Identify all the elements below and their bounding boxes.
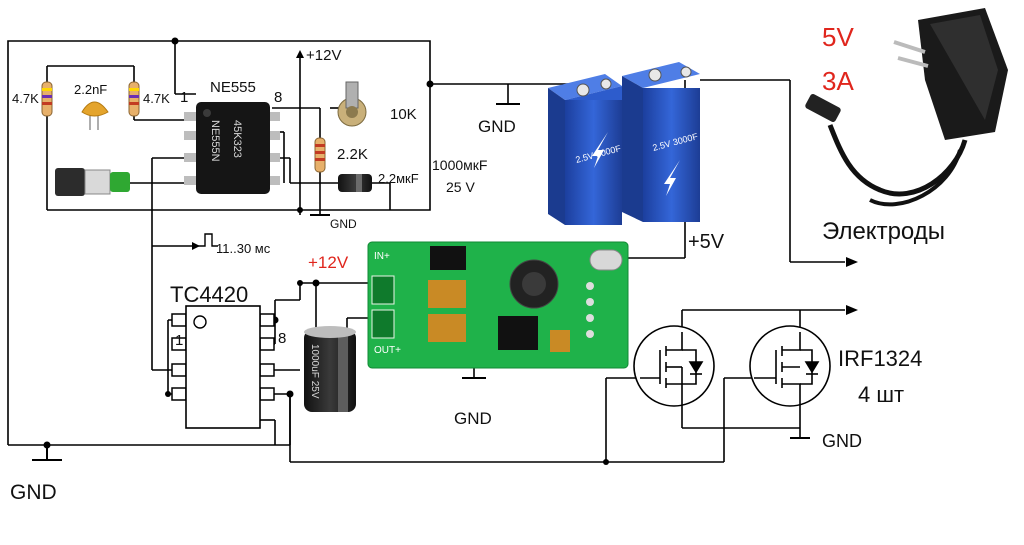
gnd-label-module: GND [454, 409, 492, 428]
potentiometer-10k [337, 81, 367, 127]
gnd-label-mosfet: GND [822, 431, 862, 451]
bulk-cap-marking: 1000uF 25V [309, 344, 320, 399]
gnd-label-top: GND [478, 117, 516, 136]
module-input-label: +12V [308, 253, 349, 272]
resistor-r3 [314, 137, 326, 173]
supercapacitor-1 [548, 74, 622, 225]
wires [7, 40, 845, 463]
dc-dc-module [367, 241, 629, 369]
resistor-r2 [128, 81, 140, 117]
r2-label: 4.7K [143, 91, 170, 106]
module-silk-out: OUT+ [374, 345, 401, 356]
resistor-r1 [41, 81, 53, 117]
mosfet-label: IRF1324 [838, 346, 923, 371]
ne555-chip [184, 102, 280, 194]
module-silk-in: IN+ [374, 251, 390, 262]
ne555-marking-2: 45K323 [231, 120, 243, 158]
ne555-label: NE555 [210, 79, 256, 96]
pulse-label: 11..30 мс [216, 241, 271, 256]
driver-pin1-label: 1 [175, 332, 184, 349]
c1-label: 2.2nF [74, 82, 108, 97]
ceramic-capacitor-c1 [81, 101, 109, 130]
power-adapter [805, 8, 1008, 207]
electrolytic-cap-small [338, 174, 372, 192]
tc4420-chip [171, 305, 275, 429]
gnd-label-main: GND [10, 481, 57, 504]
pot-label: 10K [390, 106, 417, 123]
pulse-symbol [152, 233, 218, 247]
ne555-marking: NE555N [209, 120, 221, 162]
module-output-label: +5V [688, 231, 725, 253]
mosfet-count: 4 шт [858, 382, 905, 407]
charger-current: 3A [822, 66, 854, 96]
c2-label: 2.2мкF [378, 171, 419, 186]
cap-note-line1: 1000мкF [432, 157, 488, 173]
driver-pin8-label: 8 [278, 330, 287, 347]
bulk-capacitor [304, 326, 356, 412]
mosfet-2 [749, 325, 831, 420]
ne555-pin8-label: 8 [274, 89, 283, 106]
driver-label: TC4420 [170, 282, 249, 307]
mosfet-1 [633, 325, 715, 420]
r3-label: 2.2K [337, 146, 368, 163]
r1-label: 4.7K [12, 91, 39, 106]
cap-note-line2: 25 V [446, 179, 475, 195]
supply-12v-label: +12V [306, 47, 342, 64]
supercapacitor-2 [622, 62, 700, 222]
electrodes-label: Электроды [822, 218, 945, 245]
gnd-symbols [32, 103, 810, 461]
ne555-pin1-label: 1 [180, 89, 189, 106]
charger-voltage: 5V [822, 22, 854, 52]
push-button [55, 168, 130, 196]
gnd-label-ne555: GND [330, 217, 357, 231]
